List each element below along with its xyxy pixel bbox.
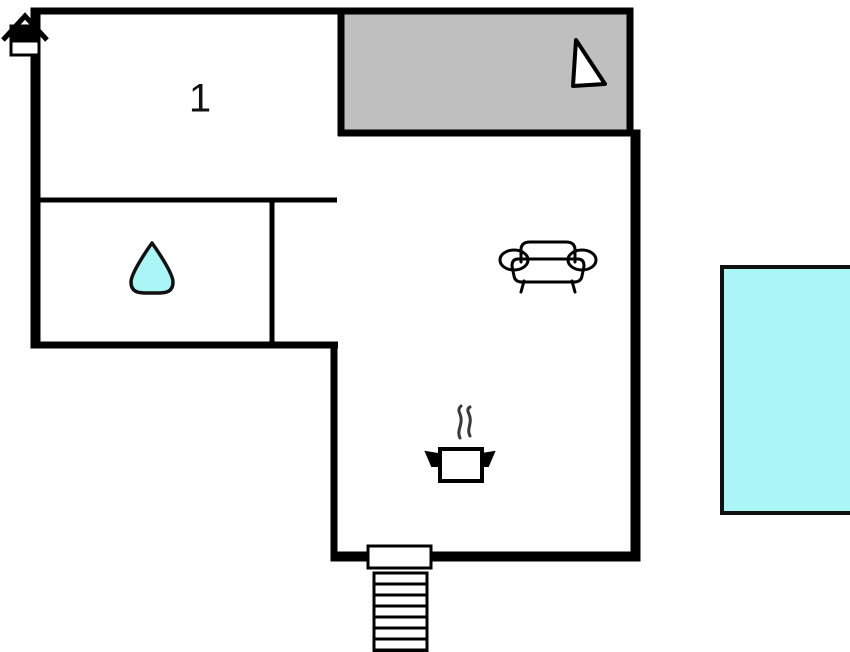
entry-door-icon [366,544,433,570]
sofa-icon [498,240,598,294]
stairs-icon [372,571,429,652]
sofa-leg-right [570,279,577,294]
interior-walls [37,197,337,345]
sofa-leg-left [519,279,526,294]
cooking-pot-icon [424,404,496,483]
parasol-triangle-shape [571,38,607,88]
house-body-upper [9,24,41,43]
sofa-arm-left [498,248,530,272]
parasol-triangle-icon [571,38,607,88]
room-1-number-label: 1 [189,77,211,121]
pot-steam-left [457,404,463,440]
swimming-pool [720,265,850,515]
house-marker-icon [1,12,49,57]
pool-shape [720,265,850,515]
pot-body [438,447,484,483]
house-body-lower [9,39,41,57]
sofa-backrest [519,240,577,264]
entry-door-panel [366,544,433,570]
water-drop-icon [129,241,175,295]
sofa-seat [510,257,586,284]
sofa-arm-right [566,248,598,272]
pot-steam-right [466,405,472,438]
water-drop-shape [129,241,175,295]
